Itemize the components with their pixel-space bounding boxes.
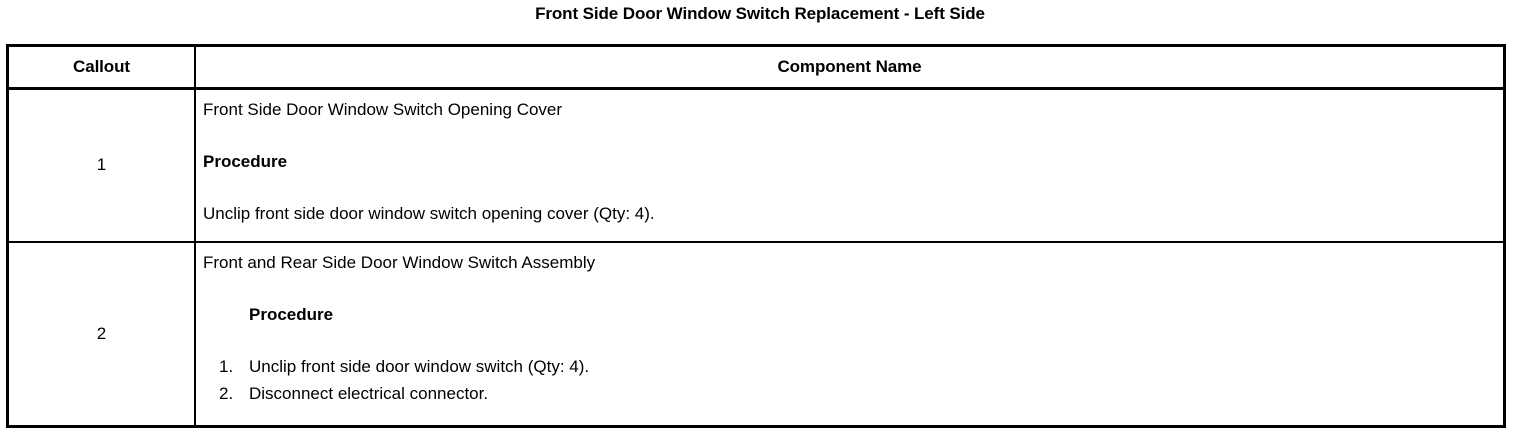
list-item-number: 2. (219, 383, 234, 403)
procedure-step-list: 1. Unclip front side door window switch … (203, 353, 1495, 407)
table-row: 1 Front Side Door Window Switch Opening … (9, 88, 1503, 243)
page-title: Front Side Door Window Switch Replacemen… (535, 4, 985, 23)
list-item-text: Unclip front side door window switch (Qt… (249, 356, 590, 376)
callout-number: 2 (9, 241, 196, 425)
list-item-number: 1. (219, 356, 234, 376)
component-cell: Front and Rear Side Door Window Switch A… (195, 242, 1503, 425)
component-name: Front Side Door Window Switch Opening Co… (203, 99, 563, 119)
component-cell: Front Side Door Window Switch Opening Co… (195, 88, 1503, 243)
list-item: 2. Disconnect electrical connector. (203, 380, 1495, 407)
procedure-label: Procedure (249, 304, 334, 324)
column-header-callout: Callout (9, 47, 196, 90)
list-item: 1. Unclip front side door window switch … (203, 353, 1495, 380)
procedure-step-text: Unclip front side door window switch ope… (203, 203, 655, 223)
table-header-row: Callout Component Name (9, 47, 1503, 90)
component-name: Front and Rear Side Door Window Switch A… (203, 252, 596, 272)
table-row: 2 Front and Rear Side Door Window Switch… (9, 241, 1503, 425)
procedure-label: Procedure (203, 151, 288, 171)
column-header-component-name: Component Name (195, 47, 1503, 90)
callout-number: 1 (9, 88, 196, 243)
component-table: Callout Component Name 1 Front Side Door… (6, 44, 1506, 428)
list-item-text: Disconnect electrical connector. (249, 383, 489, 403)
